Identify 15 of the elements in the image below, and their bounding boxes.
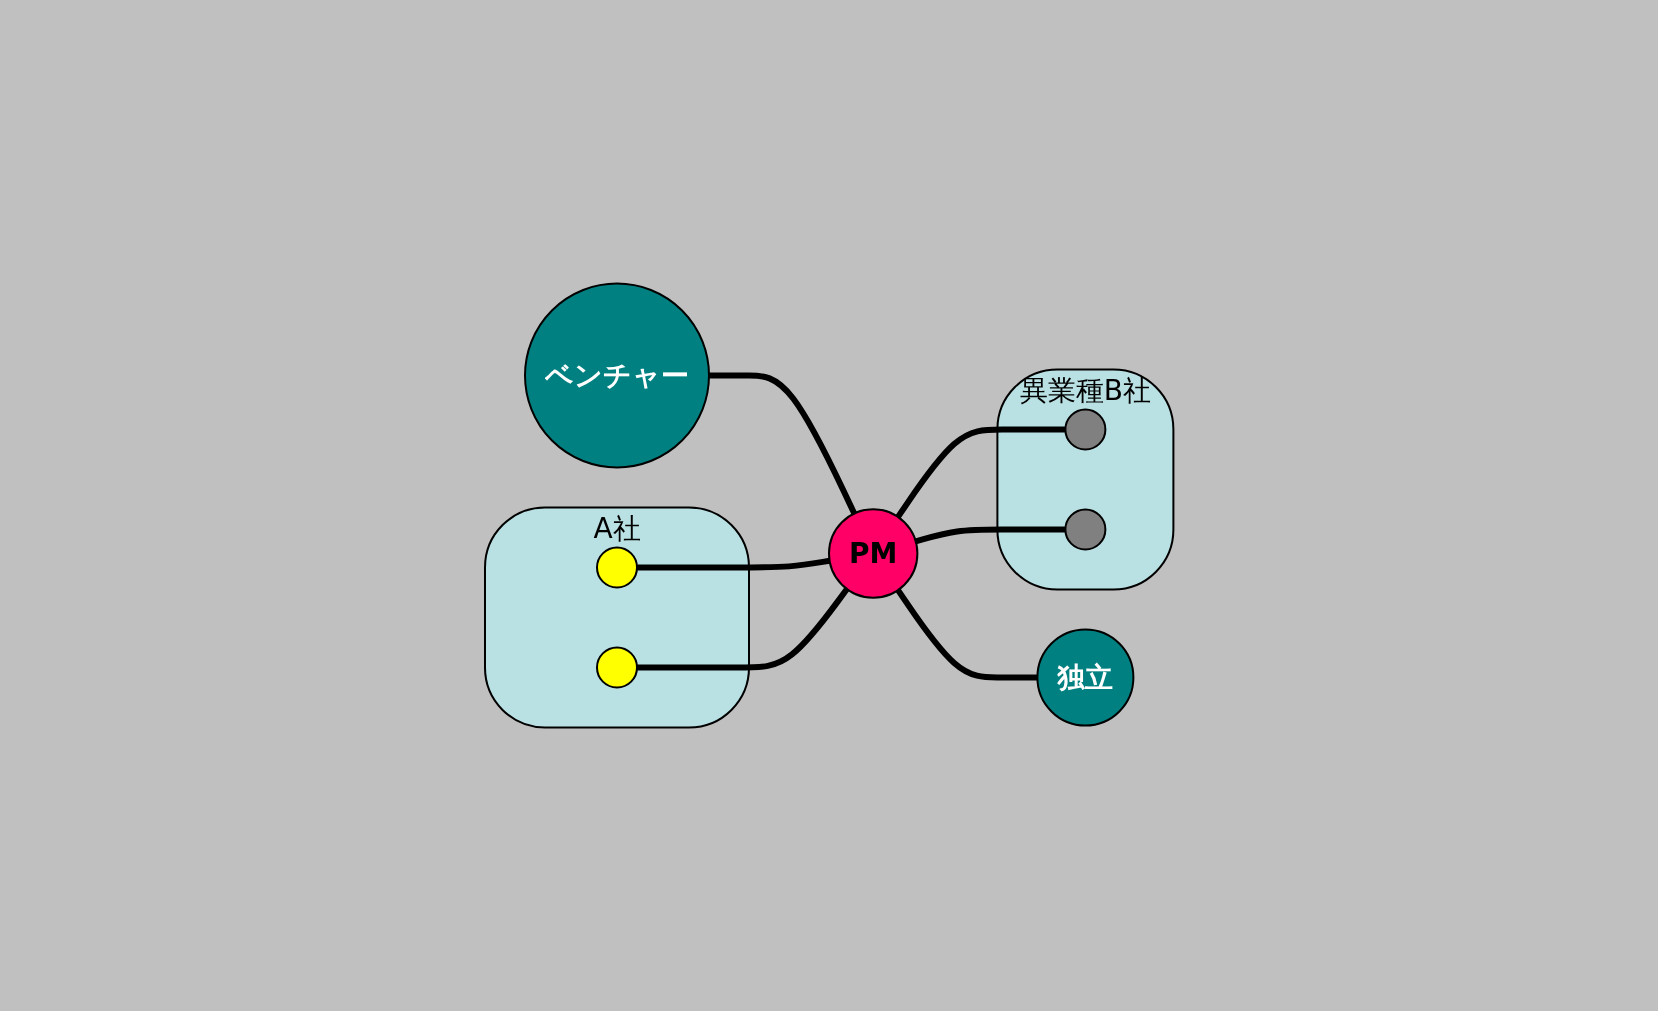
cluster: 異業種B社 <box>996 368 1175 591</box>
connector <box>895 426 1066 519</box>
node-circle: 独立 <box>1036 628 1135 727</box>
node-circle <box>1064 508 1107 551</box>
connector <box>636 557 830 571</box>
node-circle <box>595 646 638 689</box>
connector <box>895 588 1038 681</box>
cluster: A社 <box>483 506 750 729</box>
node-circle <box>595 546 638 589</box>
node-circle: ベンチャー <box>523 282 710 469</box>
connector <box>636 587 850 671</box>
connector <box>708 372 857 515</box>
connector <box>914 526 1066 545</box>
node-circle <box>1064 408 1107 451</box>
node-circle: PM <box>827 508 919 599</box>
